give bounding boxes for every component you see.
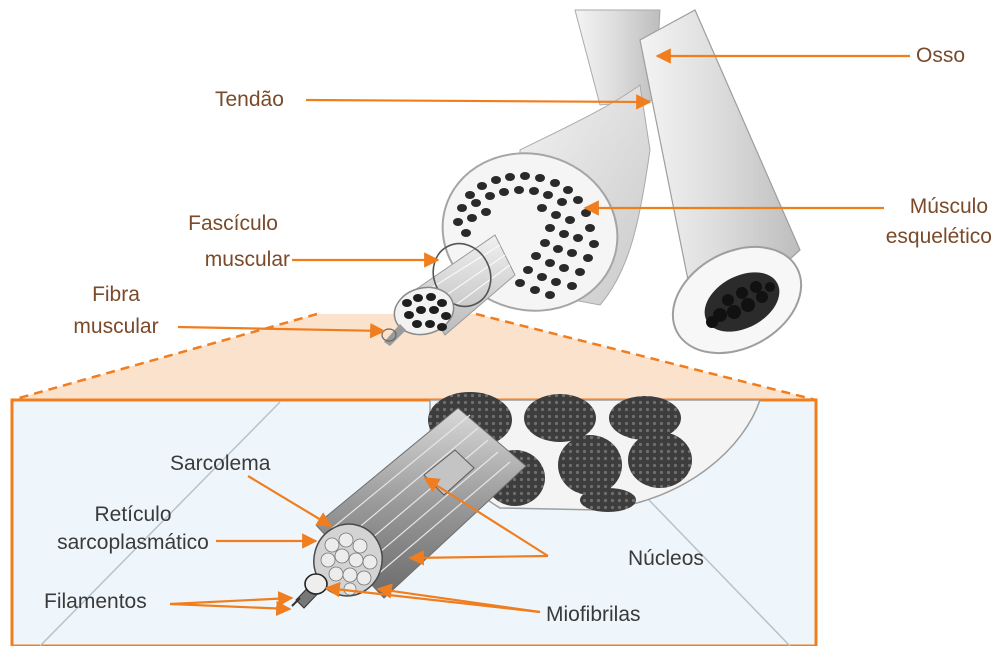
label-nucleos: Núcleos bbox=[628, 547, 704, 571]
label-fibra-muscular: Fibra muscular bbox=[60, 283, 172, 339]
label-reticulo-line1: Retículo bbox=[52, 503, 214, 527]
label-sarcolema: Sarcolema bbox=[170, 452, 270, 476]
label-fasciculo-muscular: Fascículo muscular bbox=[150, 212, 290, 272]
label-fibra-line1: Fibra bbox=[60, 283, 172, 307]
label-filamentos: Filamentos bbox=[44, 590, 147, 614]
label-musculo-line1: Músculo bbox=[872, 195, 992, 219]
label-tendao: Tendão bbox=[215, 88, 284, 112]
label-fibra-line2: muscular bbox=[60, 315, 172, 339]
label-osso: Osso bbox=[916, 44, 965, 68]
label-musculo-line2: esquelético bbox=[872, 225, 992, 249]
label-fasciculo-line1: Fascículo bbox=[150, 212, 290, 236]
label-reticulo-sarcoplasmatico: Retículo sarcoplasmático bbox=[52, 503, 214, 555]
label-musculo-esqueletico: Músculo esquelético bbox=[872, 195, 992, 249]
label-miofibrilas: Miofibrilas bbox=[546, 603, 641, 627]
label-fasciculo-line2: muscular bbox=[150, 248, 290, 272]
label-reticulo-line2: sarcoplasmático bbox=[52, 531, 214, 555]
